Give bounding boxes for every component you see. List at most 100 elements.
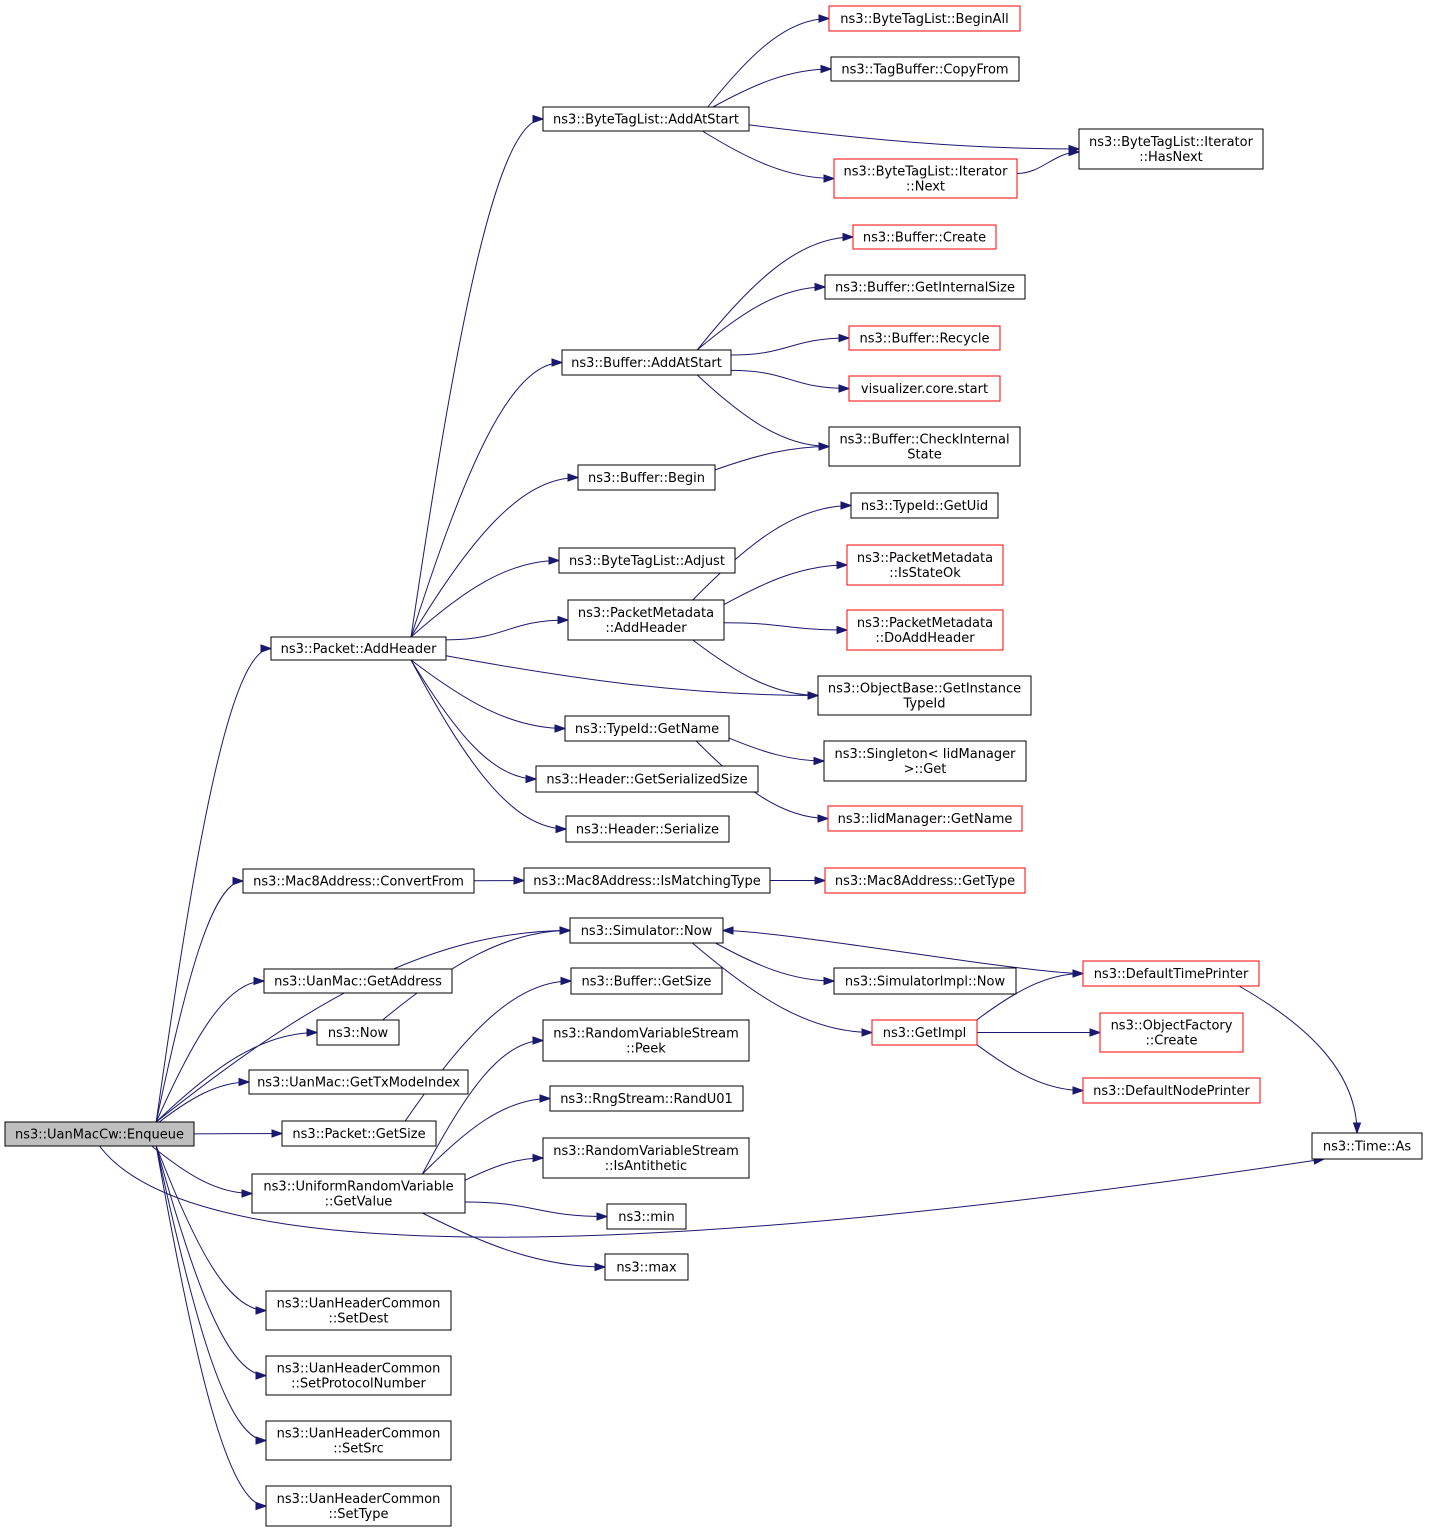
- node-bufGetSize[interactable]: ns3::Buffer::GetSize: [570, 967, 723, 995]
- node-bufCreate[interactable]: ns3::Buffer::Create: [852, 224, 997, 250]
- node-box[interactable]: [1078, 128, 1264, 170]
- node-box[interactable]: [577, 464, 716, 491]
- node-box[interactable]: [1082, 960, 1260, 987]
- node-box[interactable]: [828, 5, 1021, 32]
- node-box[interactable]: [265, 1485, 452, 1527]
- node-rvsPeek[interactable]: ns3::RandomVariableStream::Peek: [542, 1019, 750, 1062]
- node-iterNext[interactable]: ns3::ByteTagList::Iterator::Next: [833, 158, 1018, 199]
- node-hasNext[interactable]: ns3::ByteTagList::Iterator::HasNext: [1078, 128, 1264, 170]
- node-btlAdjust[interactable]: ns3::ByteTagList::Adjust: [558, 547, 736, 574]
- node-box[interactable]: [567, 599, 725, 641]
- node-setSrc[interactable]: ns3::UanHeaderCommon::SetSrc: [265, 1420, 452, 1461]
- node-box[interactable]: [265, 1420, 452, 1461]
- node-box[interactable]: [824, 274, 1026, 300]
- node-getTxMode[interactable]: ns3::UanMac::GetTxModeIndex: [248, 1069, 469, 1095]
- node-objFactoryCreate[interactable]: ns3::ObjectFactory::Create: [1099, 1012, 1244, 1053]
- node-setType[interactable]: ns3::UanHeaderCommon::SetType: [265, 1485, 452, 1527]
- node-isStateOk[interactable]: ns3::PacketMetadata::IsStateOk: [846, 544, 1004, 586]
- node-box[interactable]: [817, 675, 1032, 716]
- node-isMatchingType[interactable]: ns3::Mac8Address::IsMatchingType: [523, 867, 771, 894]
- node-box[interactable]: [850, 492, 999, 519]
- node-box[interactable]: [827, 805, 1023, 832]
- node-box[interactable]: [242, 868, 475, 894]
- node-copyFrom[interactable]: ns3::TagBuffer::CopyFrom: [830, 56, 1020, 82]
- node-box[interactable]: [270, 636, 447, 661]
- node-box[interactable]: [871, 1019, 978, 1046]
- node-box[interactable]: [833, 967, 1017, 995]
- node-box[interactable]: [265, 1290, 452, 1331]
- node-iidGetName[interactable]: ns3::IidManager::GetName: [827, 805, 1023, 832]
- node-simImplNow[interactable]: ns3::SimulatorImpl::Now: [833, 967, 1017, 995]
- node-macGetType[interactable]: ns3::Mac8Address::GetType: [824, 867, 1026, 894]
- node-box[interactable]: [824, 867, 1026, 894]
- node-box[interactable]: [558, 547, 736, 574]
- node-box[interactable]: [523, 867, 771, 894]
- node-addHeader[interactable]: ns3::Packet::AddHeader: [270, 636, 447, 661]
- node-bufGetInternalSize[interactable]: ns3::Buffer::GetInternalSize: [824, 274, 1026, 300]
- node-max[interactable]: ns3::max: [604, 1253, 689, 1281]
- node-defaultNodePrinter[interactable]: ns3::DefaultNodePrinter: [1082, 1077, 1261, 1104]
- node-btlAddAtStart[interactable]: ns3::ByteTagList::AddAtStart: [542, 106, 750, 132]
- node-typeGetName[interactable]: ns3::TypeId::GetName: [564, 715, 730, 742]
- node-box[interactable]: [316, 1019, 400, 1046]
- node-box[interactable]: [569, 917, 724, 944]
- node-pktGetSize[interactable]: ns3::Packet::GetSize: [281, 1120, 437, 1147]
- node-getAddress[interactable]: ns3::UanMac::GetAddress: [263, 968, 453, 994]
- node-box[interactable]: [828, 426, 1021, 467]
- node-box[interactable]: [848, 325, 1001, 351]
- node-timeAs[interactable]: ns3::Time::As: [1311, 1132, 1423, 1160]
- node-box[interactable]: [570, 967, 723, 995]
- node-hdrSerialize[interactable]: ns3::Header::Serialize: [565, 815, 730, 843]
- node-urvGetValue[interactable]: ns3::UniformRandomVariable::GetValue: [251, 1173, 466, 1214]
- node-box[interactable]: [542, 1137, 750, 1179]
- node-setDest[interactable]: ns3::UanHeaderCommon::SetDest: [265, 1290, 452, 1331]
- node-bufAddAtStart[interactable]: ns3::Buffer::AddAtStart: [561, 349, 732, 376]
- node-beginAll[interactable]: ns3::ByteTagList::BeginAll: [828, 5, 1021, 32]
- node-getUid[interactable]: ns3::TypeId::GetUid: [850, 492, 999, 519]
- node-box[interactable]: [4, 1121, 195, 1147]
- node-simNow[interactable]: ns3::Simulator::Now: [569, 917, 724, 944]
- node-bufBegin[interactable]: ns3::Buffer::Begin: [577, 464, 716, 491]
- node-box[interactable]: [263, 968, 453, 994]
- node-box[interactable]: [535, 765, 759, 793]
- node-box[interactable]: [542, 106, 750, 132]
- node-box[interactable]: [852, 224, 997, 250]
- node-root[interactable]: ns3::UanMacCw::Enqueue: [4, 1121, 195, 1147]
- node-box[interactable]: [251, 1173, 466, 1214]
- node-defaultTimePrinter[interactable]: ns3::DefaultTimePrinter: [1082, 960, 1260, 987]
- node-bufRecycle[interactable]: ns3::Buffer::Recycle: [848, 325, 1001, 351]
- node-box[interactable]: [248, 1069, 469, 1095]
- node-box[interactable]: [1311, 1132, 1423, 1160]
- node-box[interactable]: [823, 740, 1027, 782]
- node-box[interactable]: [564, 715, 730, 742]
- node-now[interactable]: ns3::Now: [316, 1019, 400, 1046]
- node-box[interactable]: [830, 56, 1020, 82]
- node-box[interactable]: [281, 1120, 437, 1147]
- node-box[interactable]: [846, 544, 1004, 586]
- node-box[interactable]: [561, 349, 732, 376]
- node-box[interactable]: [833, 158, 1018, 199]
- node-hdrGetSerSize[interactable]: ns3::Header::GetSerializedSize: [535, 765, 759, 793]
- node-box[interactable]: [565, 815, 730, 843]
- node-doAddHeader[interactable]: ns3::PacketMetadata::DoAddHeader: [846, 609, 1004, 651]
- node-box[interactable]: [542, 1019, 750, 1062]
- node-setProto[interactable]: ns3::UanHeaderCommon::SetProtocolNumber: [265, 1355, 452, 1396]
- node-box[interactable]: [1099, 1012, 1244, 1053]
- node-box[interactable]: [846, 609, 1004, 651]
- node-min[interactable]: ns3::min: [606, 1203, 687, 1230]
- node-box[interactable]: [848, 375, 1001, 402]
- node-box[interactable]: [606, 1203, 687, 1230]
- node-box[interactable]: [1082, 1077, 1261, 1104]
- node-box[interactable]: [265, 1355, 452, 1396]
- node-randU01[interactable]: ns3::RngStream::RandU01: [549, 1085, 744, 1112]
- node-convertFrom[interactable]: ns3::Mac8Address::ConvertFrom: [242, 868, 475, 894]
- node-box[interactable]: [549, 1085, 744, 1112]
- node-isAntithetic[interactable]: ns3::RandomVariableStream::IsAntithetic: [542, 1137, 750, 1179]
- node-getImpl[interactable]: ns3::GetImpl: [871, 1019, 978, 1046]
- node-singletonGet[interactable]: ns3::Singleton< IidManager >::Get: [823, 740, 1027, 782]
- node-box[interactable]: [604, 1253, 689, 1281]
- node-visStart[interactable]: visualizer.core.start: [848, 375, 1001, 402]
- node-pmAddHeader[interactable]: ns3::PacketMetadata::AddHeader: [567, 599, 725, 641]
